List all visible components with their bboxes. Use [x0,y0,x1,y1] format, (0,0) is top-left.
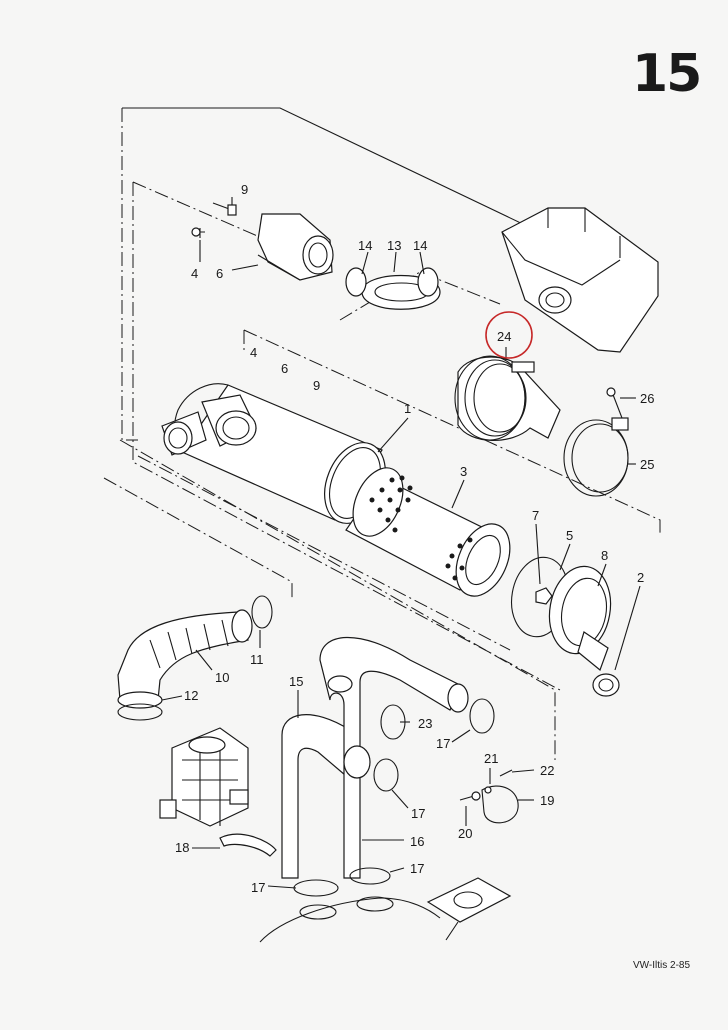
label-17-a: 17 [436,736,450,751]
label-12: 12 [184,688,198,703]
intake-manifold-flange [259,877,512,943]
label-4-top: 4 [191,266,198,281]
part-24-connector-sleeve [454,355,561,441]
label-9-top: 9 [241,182,248,197]
part-13-sleeve [345,267,441,310]
highlight-circle-part-24 [485,311,533,359]
label-26: 26 [640,391,654,406]
label-13: 13 [387,238,401,253]
part-26-screw-head [606,387,616,397]
label-19: 19 [540,793,554,808]
label-6-mid: 6 [281,361,288,376]
carburetor [159,727,249,827]
part-18-clamp [219,833,277,857]
label-2: 2 [637,570,644,585]
part-10-intake-hose [117,595,273,721]
label-8: 8 [601,548,608,563]
part-25-clamp [563,417,629,497]
part-8-filter-cover [548,565,612,672]
hose-clamps-lower [293,698,519,897]
leader-lines [161,197,641,941]
label-23: 23 [418,716,432,731]
label-17-d: 17 [251,880,265,895]
footer-code: VW-Iltis 2-85 [633,960,691,971]
bolts-upper [191,202,237,238]
label-25: 25 [640,457,654,472]
label-22: 22 [540,763,554,778]
label-11: 11 [250,652,264,667]
label-3: 3 [460,464,467,479]
part-2-dust-valve [592,673,620,697]
label-9-mid: 9 [313,378,320,393]
intake-housing [501,207,659,353]
label-24: 24 [497,329,511,344]
label-14-right: 14 [413,238,427,253]
label-17-b: 17 [411,806,425,821]
part-26-screw [611,391,623,419]
label-4-mid: 4 [250,345,257,360]
page-number: 15 [632,44,702,104]
part-3-filter-element [345,467,511,597]
part-7-nut [535,587,553,605]
label-14-left: 14 [358,238,372,253]
part-6-upper-elbow [257,213,334,281]
label-7: 7 [532,508,539,523]
part-labels: 9 4 6 14 13 14 24 26 25 4 6 9 1 3 7 5 8 … [175,182,654,895]
label-5: 5 [566,528,573,543]
label-15: 15 [289,674,303,689]
label-10: 10 [215,670,229,685]
label-20: 20 [458,826,472,841]
label-21: 21 [484,751,498,766]
part-15-16-pipes [281,636,469,879]
label-6-top: 6 [216,266,223,281]
part-1-air-filter-housing [161,383,386,524]
label-16: 16 [410,834,424,849]
small-fasteners [459,769,513,801]
label-18: 18 [175,840,189,855]
label-17-c: 17 [410,861,424,876]
label-1: 1 [404,401,411,416]
